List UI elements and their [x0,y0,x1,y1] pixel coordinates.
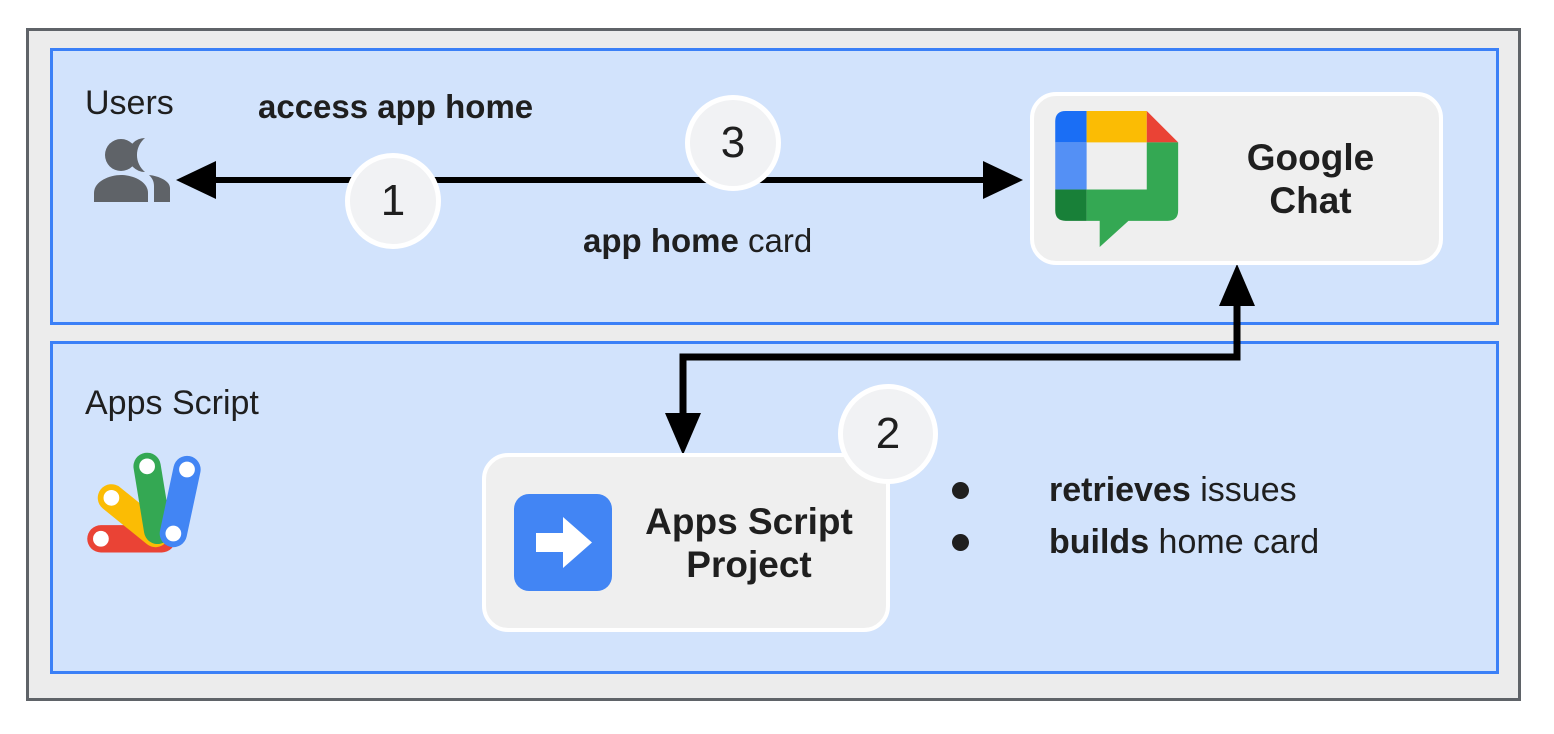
bullet-icon [952,533,969,551]
access-app-home-label: access app home [258,88,534,125]
apps-script-project-label: Apps Script Project [645,500,853,585]
step-badge-1: 1 [345,153,441,249]
google-chat-logo-icon [1055,110,1179,247]
google-chat-label: Google Chat [1246,136,1375,221]
list-item: builds home card [952,516,1319,568]
list-item: retrieves issues [952,464,1319,516]
users-chat-arrow [176,161,1023,199]
step-badge-2: 2 [838,384,938,484]
blue-right-arrow-icon [514,494,612,591]
project-actions-list: retrieves issues builds home card [952,464,1319,568]
project-chat-arrow [665,264,1255,455]
users-group-icon [94,138,170,202]
step-badge-3: 3 [685,95,781,191]
bullet-icon [952,481,969,499]
app-home-card-label: app home card [583,222,813,259]
apps-script-logo-icon [87,452,201,553]
apps-script-project-node: Apps Script Project [482,453,890,632]
apps-script-panel-label: Apps Script [85,384,259,422]
users-panel-label: Users [85,84,174,122]
google-chat-node: Google Chat [1030,92,1443,265]
